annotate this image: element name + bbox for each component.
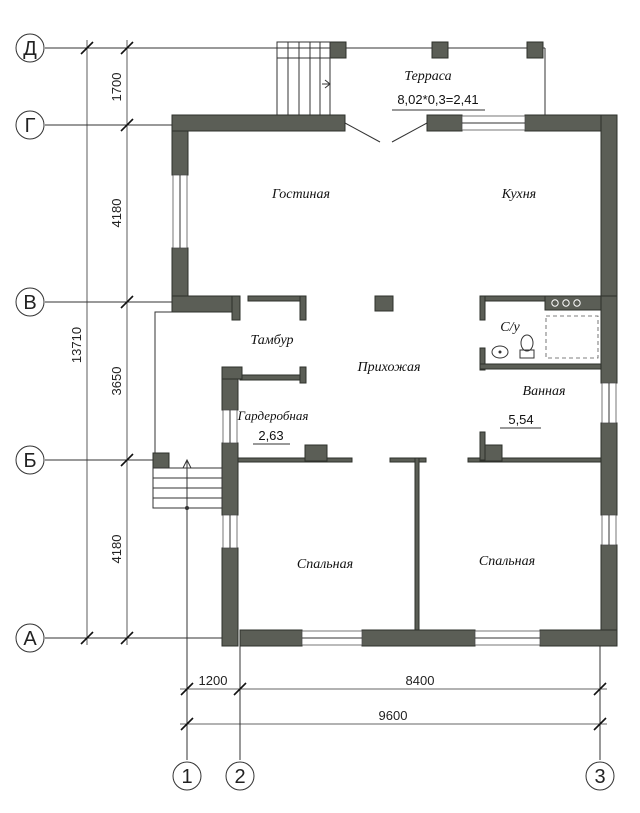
dim-13710: 13710 [69, 327, 84, 363]
walls [171, 114, 618, 647]
wall [239, 374, 307, 381]
toilet-tank-icon [519, 349, 535, 359]
wall [414, 457, 420, 631]
wall [600, 295, 618, 384]
dim-1200: 1200 [199, 673, 228, 688]
vertical-dimensions: 1700 4180 3650 4180 13710 [69, 40, 134, 645]
wall [247, 295, 307, 302]
room-label-vestibule: Тамбур [250, 333, 293, 348]
dim-tick [120, 295, 134, 309]
axis-bubble-3 [585, 761, 615, 791]
dim-tick [80, 41, 94, 55]
wall [539, 629, 618, 647]
dim-tick [120, 41, 134, 55]
dim-tick [120, 118, 134, 132]
wall [479, 431, 486, 461]
dim-tick [120, 453, 134, 467]
dim-tick [180, 717, 194, 731]
room-labels: Терраса 8,02*0,3=2,41 Гостиная Кухня Там… [237, 69, 566, 572]
wall [239, 629, 303, 647]
dim-tick [80, 631, 94, 645]
room-label-bath: Ванная [523, 384, 566, 399]
room-label-hall: Прихожая [357, 360, 421, 375]
wall [299, 295, 307, 321]
axis-label-g: Г [25, 115, 36, 137]
wall [361, 629, 476, 647]
axis-bubble-v [15, 287, 45, 317]
wall [479, 347, 486, 371]
stove-burner-icon [551, 299, 559, 307]
axis-label-d: Д [23, 38, 37, 60]
wall [171, 295, 241, 313]
axis-label-b: Б [23, 450, 36, 472]
room-label-living: Гостиная [271, 187, 330, 202]
stove-burner-icon [562, 299, 570, 307]
wall [479, 363, 602, 370]
entrance-porch [152, 311, 223, 510]
dim-tick [180, 682, 194, 696]
wall [479, 295, 486, 321]
dim-tick [593, 682, 607, 696]
dim-9600: 9600 [379, 708, 408, 723]
wall [221, 547, 239, 647]
wall [171, 114, 346, 132]
terrace-door [344, 122, 428, 143]
sink-icon [491, 345, 509, 359]
wall [426, 114, 463, 132]
terrace-post [329, 41, 347, 59]
room-label-wc: С/у [500, 320, 520, 335]
axis-label-a: А [23, 628, 37, 650]
axis-lines [45, 47, 601, 760]
area-label-wardrobe: 2,63 [258, 428, 283, 443]
area-label-terrace: 8,02*0,3=2,41 [397, 92, 478, 107]
wall [600, 422, 618, 516]
terrace-post [526, 41, 544, 59]
dim-tick [233, 682, 247, 696]
stove-burner-icon [573, 299, 581, 307]
axis-label-2: 2 [234, 766, 245, 788]
horizontal-dimensions: 1200 8400 9600 [180, 673, 607, 731]
wall [304, 444, 328, 462]
axis-bubble-1 [172, 761, 202, 791]
room-label-terrace: Терраса [404, 69, 451, 84]
terrace-stairs [276, 41, 331, 116]
axis-bubble-g [15, 110, 45, 140]
wall [231, 295, 241, 321]
column [374, 295, 394, 312]
dim-8400: 8400 [406, 673, 435, 688]
wall [237, 457, 353, 463]
dim-tick [120, 631, 134, 645]
axis-label-1: 1 [181, 766, 192, 788]
room-label-bedroom-right: Спальная [479, 554, 535, 569]
room-label-kitchen: Кухня [501, 187, 536, 202]
dim-tick [593, 717, 607, 731]
axis-bubbles: Д Г В Б А 1 2 3 [15, 33, 615, 791]
axis-label-v: В [23, 292, 36, 314]
dim-1700: 1700 [109, 73, 124, 102]
kitchen-counter [544, 295, 602, 311]
axis-bubble-2 [225, 761, 255, 791]
wall [221, 366, 243, 380]
area-label-bath: 5,54 [508, 412, 533, 427]
room-label-wardrobe: Гардеробная [237, 408, 309, 423]
axis-bubble-b [15, 445, 45, 475]
shower-tray [545, 315, 599, 359]
terrace-post [431, 41, 449, 59]
porch-post [152, 452, 170, 469]
dim-3650: 3650 [109, 367, 124, 396]
fixtures [491, 299, 599, 359]
axis-bubble-a [15, 623, 45, 653]
wall [299, 366, 307, 384]
wall [467, 457, 602, 463]
axis-label-3: 3 [594, 766, 605, 788]
dim-4180-bottom: 4180 [109, 535, 124, 564]
axis-bubble-d [15, 33, 45, 63]
wall [389, 457, 427, 463]
toilet-icon [520, 334, 534, 352]
windows [172, 115, 617, 646]
dim-4180-top: 4180 [109, 199, 124, 228]
wall [221, 442, 239, 516]
room-label-bedroom-left: Спальная [297, 557, 353, 572]
